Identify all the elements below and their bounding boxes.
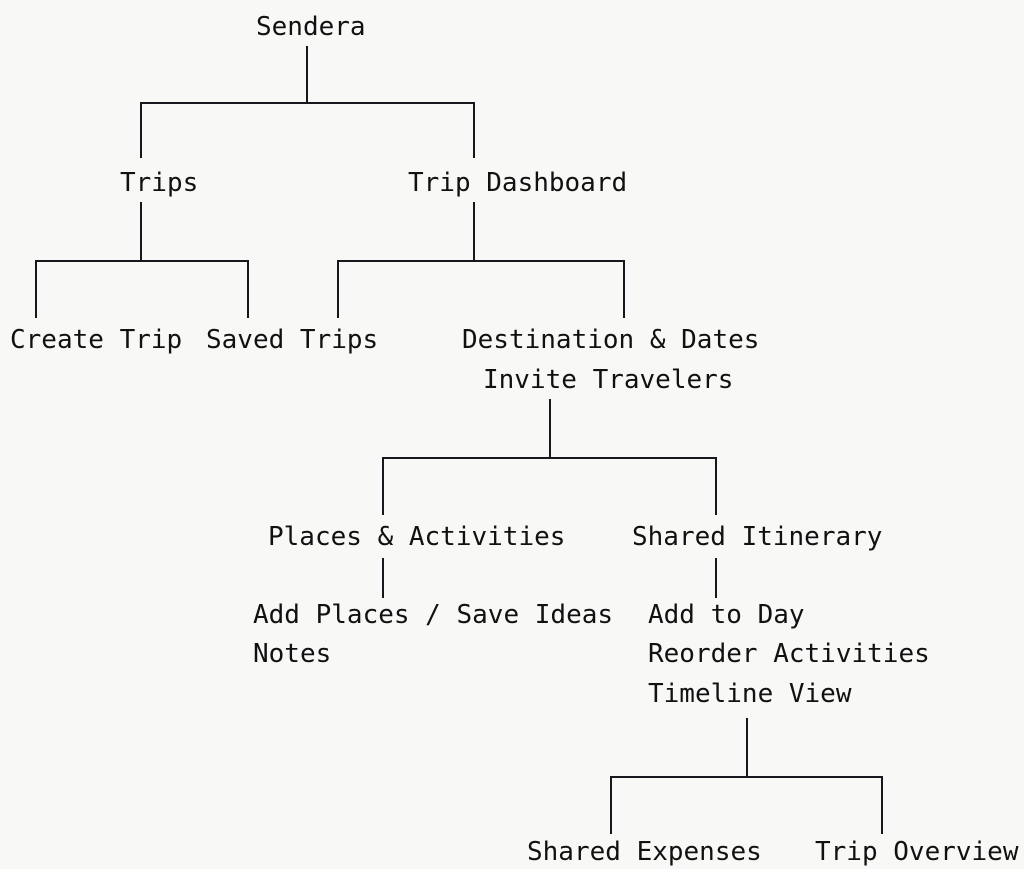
connector-line xyxy=(382,558,384,598)
connector-line xyxy=(610,776,883,778)
connector-line xyxy=(382,457,717,459)
tree-node-create-trip: Create Trip xyxy=(10,325,183,355)
connector-line xyxy=(382,457,384,515)
tree-node-timeline-view: Timeline View xyxy=(648,679,852,709)
connector-line xyxy=(623,260,625,318)
connector-line xyxy=(549,399,551,457)
connector-line xyxy=(306,46,308,102)
connector-line xyxy=(140,202,142,260)
connector-line xyxy=(746,718,748,776)
connector-line xyxy=(35,260,37,318)
tree-node-places-activities: Places & Activities xyxy=(268,522,566,552)
connector-line xyxy=(715,558,717,598)
tree-node-shared-itinerary: Shared Itinerary xyxy=(632,522,883,552)
tree-node-sendera: Sendera xyxy=(256,12,366,42)
tree-node-invite-travelers: Invite Travelers xyxy=(483,365,734,395)
tree-node-shared-expenses: Shared Expenses xyxy=(527,837,762,867)
connector-line xyxy=(337,260,625,262)
connector-line xyxy=(247,260,249,318)
connector-line xyxy=(610,776,612,834)
tree-node-saved-trips: Saved Trips xyxy=(206,325,379,355)
connector-line xyxy=(881,776,883,834)
tree-node-reorder-activities: Reorder Activities xyxy=(648,639,930,669)
tree-node-trips: Trips xyxy=(120,168,199,198)
tree-node-notes: Notes xyxy=(253,639,332,669)
connector-line xyxy=(35,260,249,262)
connector-line xyxy=(473,202,475,260)
connector-line xyxy=(473,102,475,158)
tree-node-trip-overview: Trip Overview xyxy=(815,837,1019,867)
connector-line xyxy=(140,102,475,104)
tree-node-trip-dashboard: Trip Dashboard xyxy=(408,168,628,198)
tree-node-add-to-day: Add to Day xyxy=(648,600,805,630)
tree-node-add-places: Add Places / Save Ideas xyxy=(253,600,614,630)
connector-line xyxy=(140,102,142,158)
connector-line xyxy=(715,457,717,515)
connector-line xyxy=(337,260,339,318)
tree-node-destination-dates: Destination & Dates xyxy=(462,325,760,355)
